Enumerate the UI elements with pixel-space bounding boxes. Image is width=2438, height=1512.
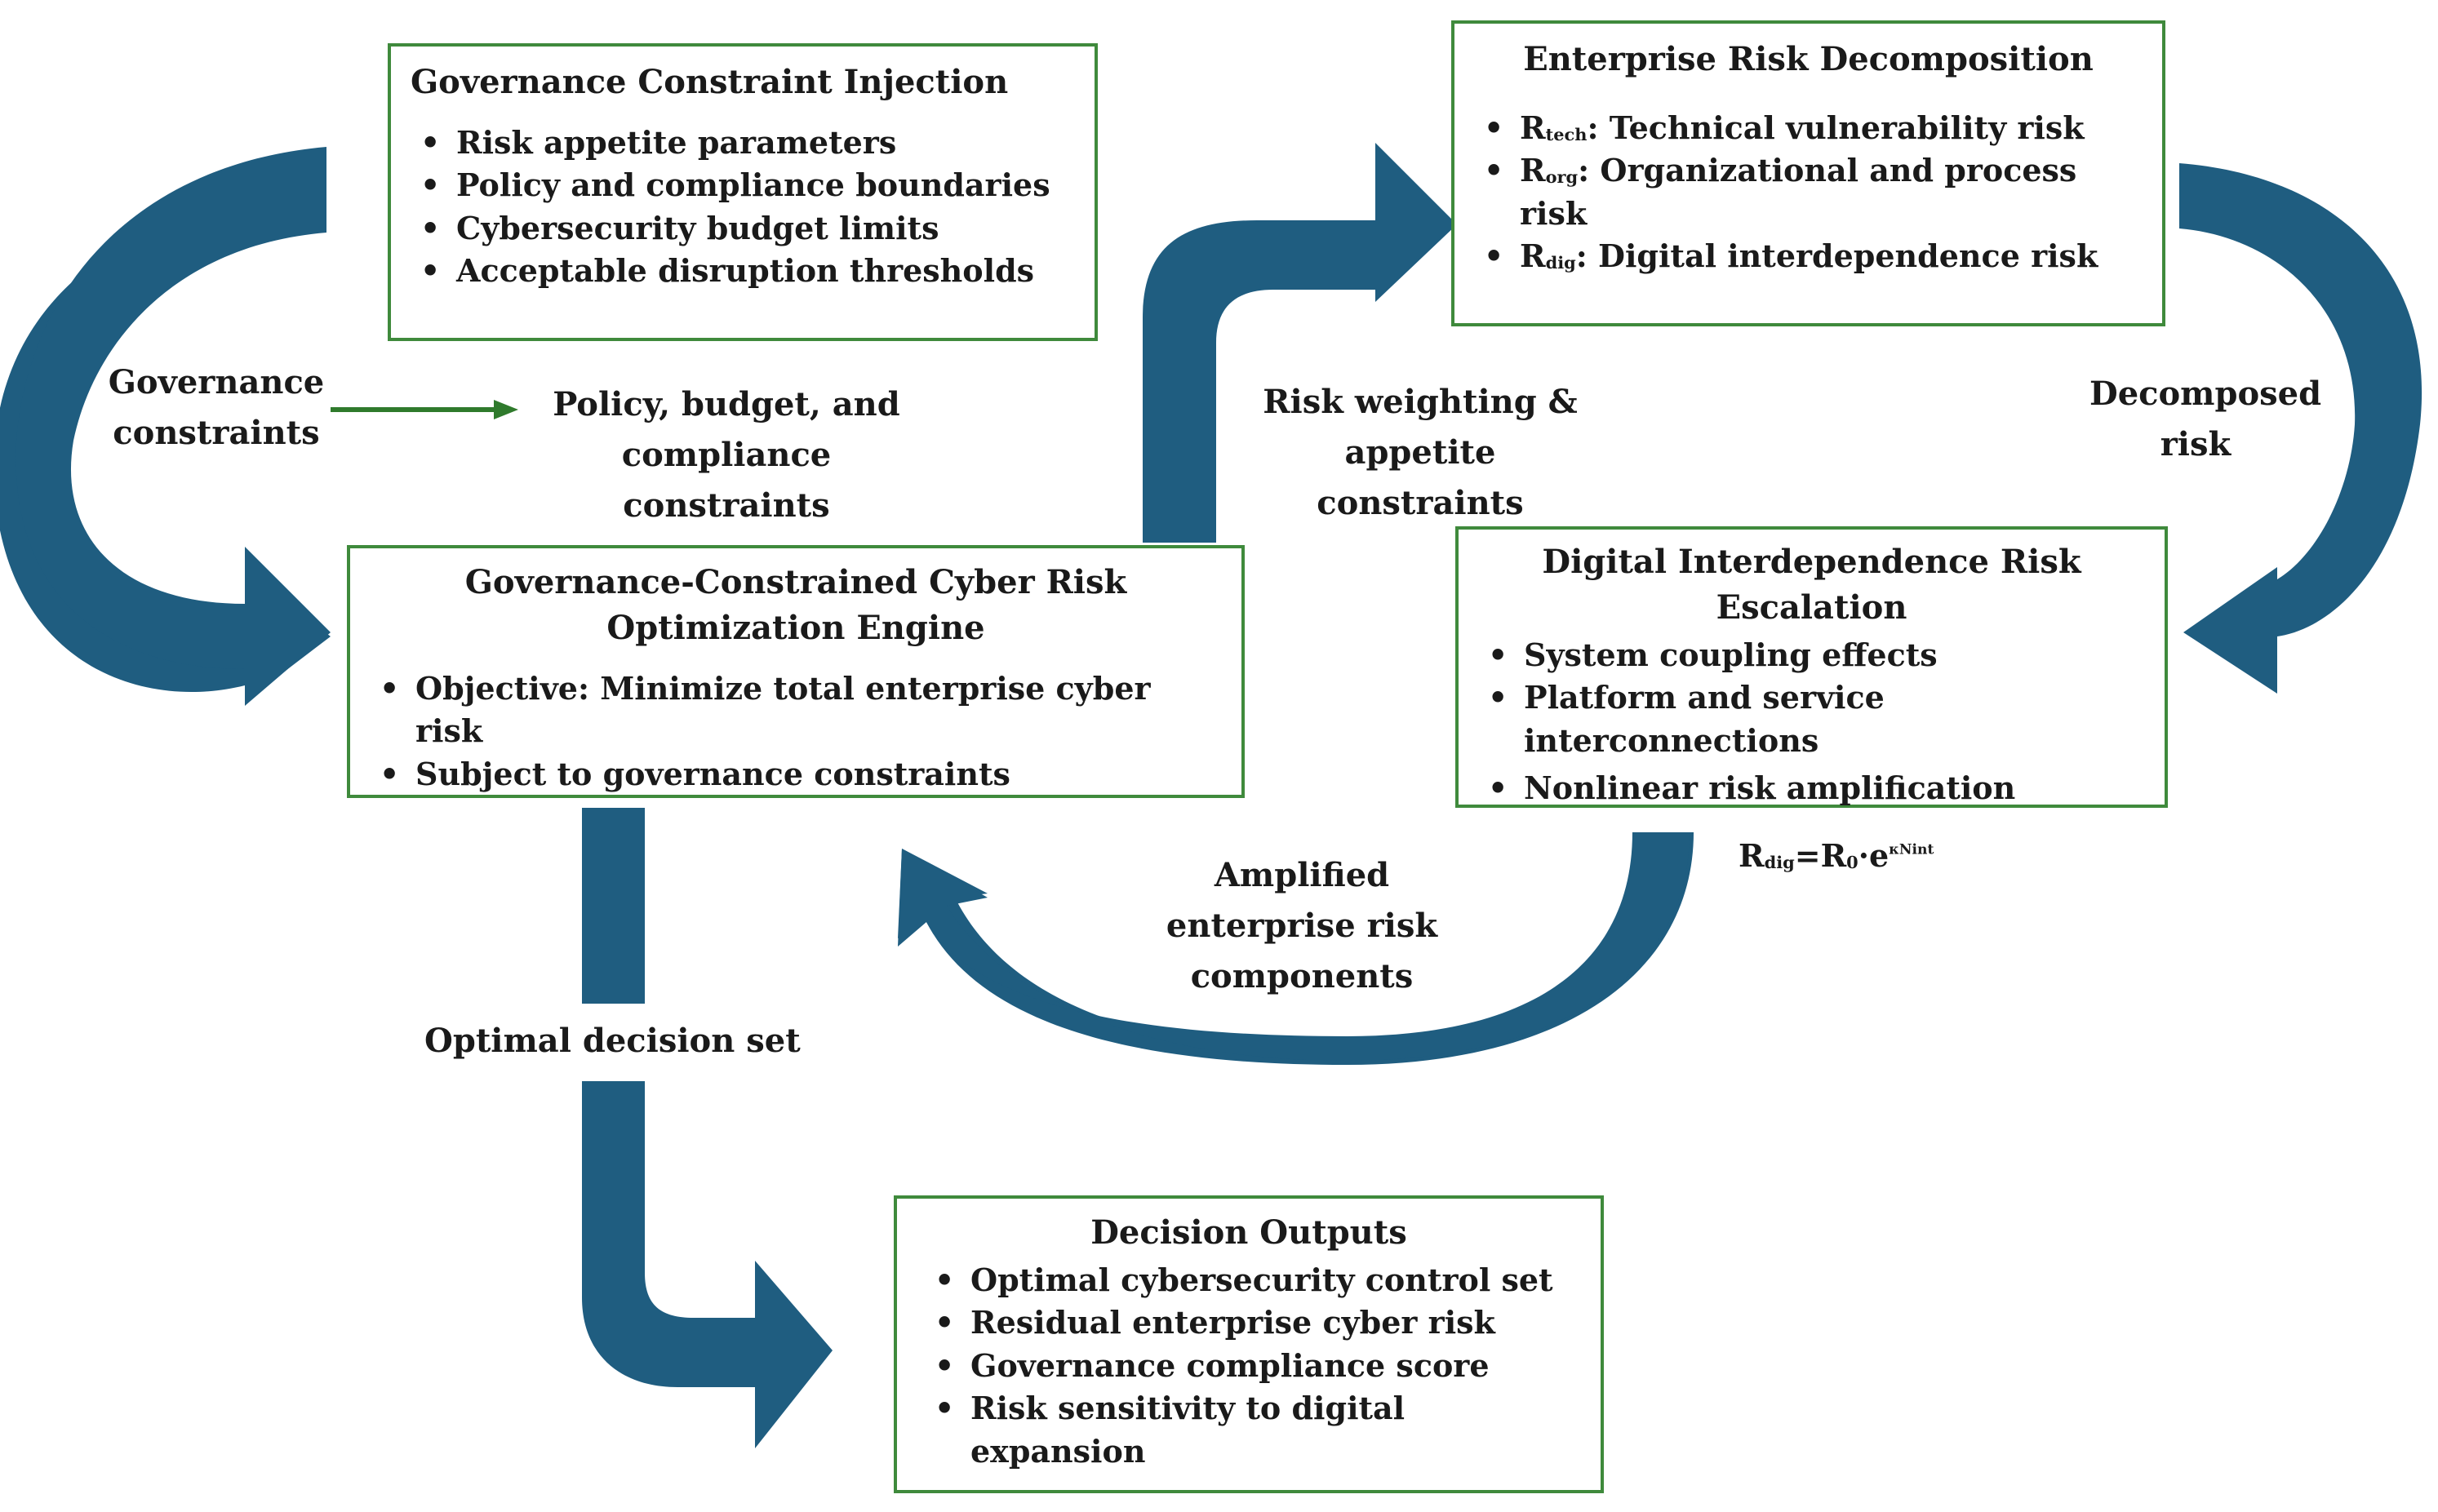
decision-outputs-box: Decision Outputs Optimal cybersecurity c… xyxy=(894,1195,1604,1493)
escalation-item: Nonlinear risk amplification xyxy=(1478,767,2145,810)
risk-weighting-label: Risk weighting & appetite constraints xyxy=(1263,383,1578,522)
policy-budget-label: Policy, budget, and compliance constrain… xyxy=(553,385,900,525)
rdig-formula: Rdig=R0·eκNint xyxy=(1739,837,1934,874)
decision-set-to-outputs-arrow xyxy=(582,1081,833,1448)
decomposition-item-tech: Rtech: Technical vulnerability risk xyxy=(1474,107,2143,150)
outputs-item: Optimal cybersecurity control set xyxy=(925,1259,1581,1302)
governance-item: Acceptable disruption thresholds xyxy=(411,250,1075,293)
governance-item: Cybersecurity budget limits xyxy=(411,207,1075,251)
decomposition-box-title: Enterprise Risk Decomposition xyxy=(1523,40,2094,78)
outputs-item: Governance compliance score xyxy=(925,1345,1581,1388)
governance-item: Risk appetite parameters xyxy=(411,122,1075,165)
decomposition-to-escalation-arrow xyxy=(2179,163,2422,694)
amplified-risk-label: Amplified enterprise risk components xyxy=(1166,856,1438,995)
engine-box-list: Objective: Minimize total enterprise cyb… xyxy=(370,667,1222,796)
optimization-engine-box: Governance-Constrained Cyber Risk Optimi… xyxy=(347,545,1245,798)
decomposition-box-list: Rtech: Technical vulnerability risk Rorg… xyxy=(1474,107,2143,278)
decomposition-item-org: Rorg: Organizational and process risk xyxy=(1474,149,2143,235)
outputs-item: Residual enterprise cyber risk xyxy=(925,1301,1581,1345)
governance-loop-arrow-shape xyxy=(16,147,331,706)
escalation-item: Platform and service interconnections xyxy=(1478,676,2145,762)
escalation-box-list: System coupling effects Platform and ser… xyxy=(1478,634,2145,810)
governance-constraints-label: Governance constraints xyxy=(108,363,325,452)
escalation-box-title: Digital Interdependence Risk Escalation xyxy=(1542,543,2081,627)
engine-to-outputs-arrow xyxy=(582,808,645,1004)
governance-item: Policy and compliance boundaries xyxy=(411,164,1075,207)
governance-box-list: Risk appetite parameters Policy and comp… xyxy=(411,122,1075,293)
decomposed-risk-label: Decomposed risk xyxy=(2089,375,2322,463)
decomposition-item-dig: Rdig: Digital interdependence risk xyxy=(1474,235,2143,278)
outputs-box-list: Optimal cybersecurity control set Residu… xyxy=(917,1259,1581,1473)
engine-box-title: Governance-Constrained Cyber Risk Optimi… xyxy=(464,563,1127,647)
engine-item: Subject to governance constraints xyxy=(370,753,1222,796)
outputs-item: Risk sensitivity to digital expansion xyxy=(925,1387,1581,1473)
engine-item: Objective: Minimize total enterprise cyb… xyxy=(370,667,1222,753)
risk-decomposition-box: Enterprise Risk Decomposition Rtech: Tec… xyxy=(1451,20,2165,326)
risk-escalation-box: Digital Interdependence Risk Escalation … xyxy=(1455,526,2168,810)
governance-constraint-box: Governance Constraint Injection Risk app… xyxy=(388,43,1098,341)
engine-to-decomposition-arrow xyxy=(1143,143,1457,543)
escalation-item: System coupling effects xyxy=(1478,634,2145,677)
small-arrow-head xyxy=(494,400,518,419)
optimal-decision-set-label: Optimal decision set xyxy=(424,1022,801,1060)
outputs-box-title: Decision Outputs xyxy=(1090,1213,1407,1252)
governance-box-title: Governance Constraint Injection xyxy=(411,63,1009,101)
